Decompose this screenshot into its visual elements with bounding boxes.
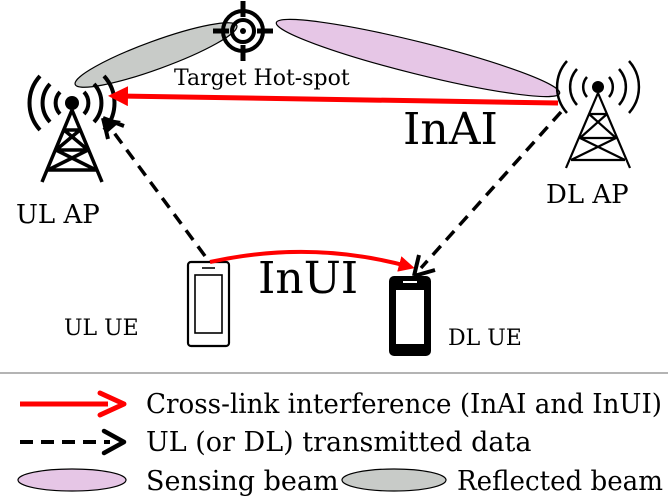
legend-reflected-beam-icon (341, 468, 447, 492)
dl-ue-label: DL UE (448, 326, 522, 351)
inai-label: InAI (403, 104, 498, 155)
legend-dashed-arrow-icon (20, 428, 127, 456)
ul-ap-label: UL AP (16, 200, 100, 230)
inui-interference-arrow (209, 249, 415, 272)
sensing-beam (275, 18, 561, 98)
legend-reflected-label: Reflected beam (457, 466, 663, 497)
ul-ue-smartphone-icon (186, 260, 231, 348)
dl-ap-label: DL AP (546, 180, 629, 210)
dl-ue-smartphone-icon (389, 276, 431, 356)
legend-sensing-beam-icon (17, 468, 127, 492)
ul-data-arrow (101, 116, 207, 258)
dl-data-arrow (412, 110, 563, 278)
legend: Cross-link interference (InAI and InUI) … (17, 389, 663, 497)
legend-cross-link-label: Cross-link interference (InAI and InUI) (146, 389, 662, 420)
inui-label: InUI (258, 253, 358, 304)
legend-ul-dl-data-label: UL (or DL) transmitted data (146, 427, 531, 458)
crosshair-target-icon (213, 1, 273, 61)
ul-ue-label: UL UE (64, 316, 139, 341)
target-hotspot-label: Target Hot-spot (174, 66, 350, 91)
inai-interference-arrow (108, 86, 559, 107)
dl-ap-antenna-icon (555, 60, 641, 169)
legend-sensing-label: Sensing beam (146, 466, 339, 497)
reflected-beam (74, 22, 238, 88)
ul-ap-antenna-icon (27, 74, 117, 183)
legend-red-arrow-icon (20, 390, 127, 418)
